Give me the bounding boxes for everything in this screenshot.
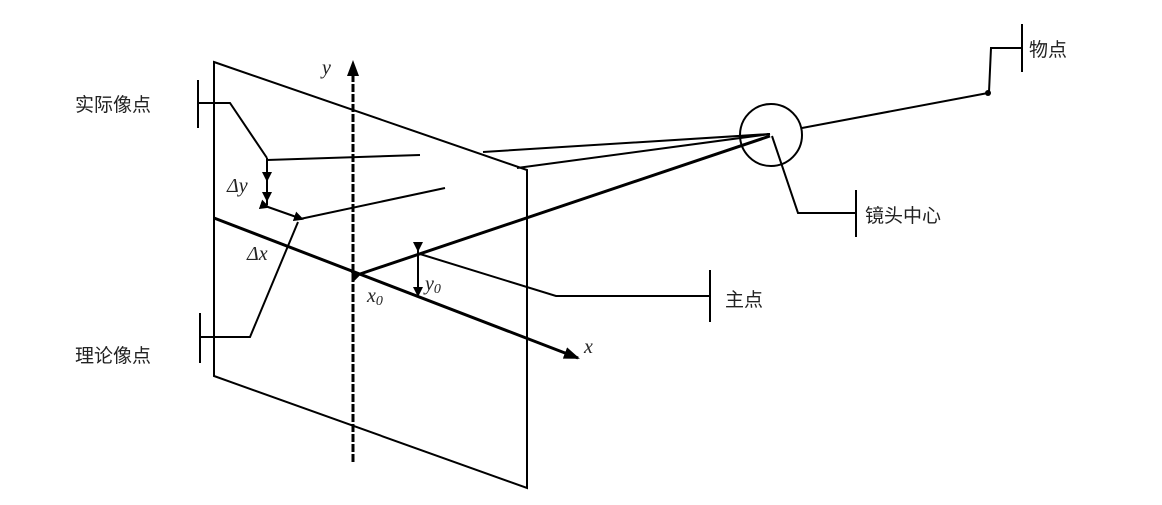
y0-sub: 0	[434, 282, 441, 297]
y-axis-label: y	[320, 57, 331, 79]
delta-x-arrow	[258, 199, 304, 222]
y0-base: y	[423, 273, 434, 295]
leader-object-point	[988, 47, 1022, 93]
x-axis-label: x	[583, 336, 593, 358]
leader-actual-image-point	[198, 102, 268, 159]
ray-plane-to-lens	[482, 133, 771, 169]
x0-label: x0	[366, 285, 383, 309]
leader-theoretical-image-point	[200, 221, 299, 338]
delta-y-label: Δy	[226, 175, 248, 197]
theoretical-image-ray	[299, 187, 446, 220]
actual-image-ray	[266, 154, 421, 161]
leader-lens-center	[771, 135, 856, 214]
ray-origin-to-lens	[350, 134, 771, 282]
y0-label: y0	[423, 273, 441, 297]
label-actual-image-point: 实际像点	[75, 94, 151, 116]
image-plane	[213, 60, 528, 490]
lens-circle	[739, 103, 803, 167]
leader-principal-point	[419, 253, 710, 297]
label-theoretical-image-point: 理论像点	[75, 345, 151, 367]
label-object-point: 物点	[1029, 39, 1067, 61]
delta-x-label: Δx	[246, 243, 268, 265]
x0-base: x	[366, 285, 376, 307]
x-axis	[213, 216, 580, 360]
object-point-dot	[985, 90, 991, 96]
label-lens-center: 镜头中心	[865, 205, 941, 227]
object-ray	[801, 92, 989, 129]
label-principal-point: 主点	[725, 289, 763, 311]
x0-sub: 0	[376, 294, 383, 309]
